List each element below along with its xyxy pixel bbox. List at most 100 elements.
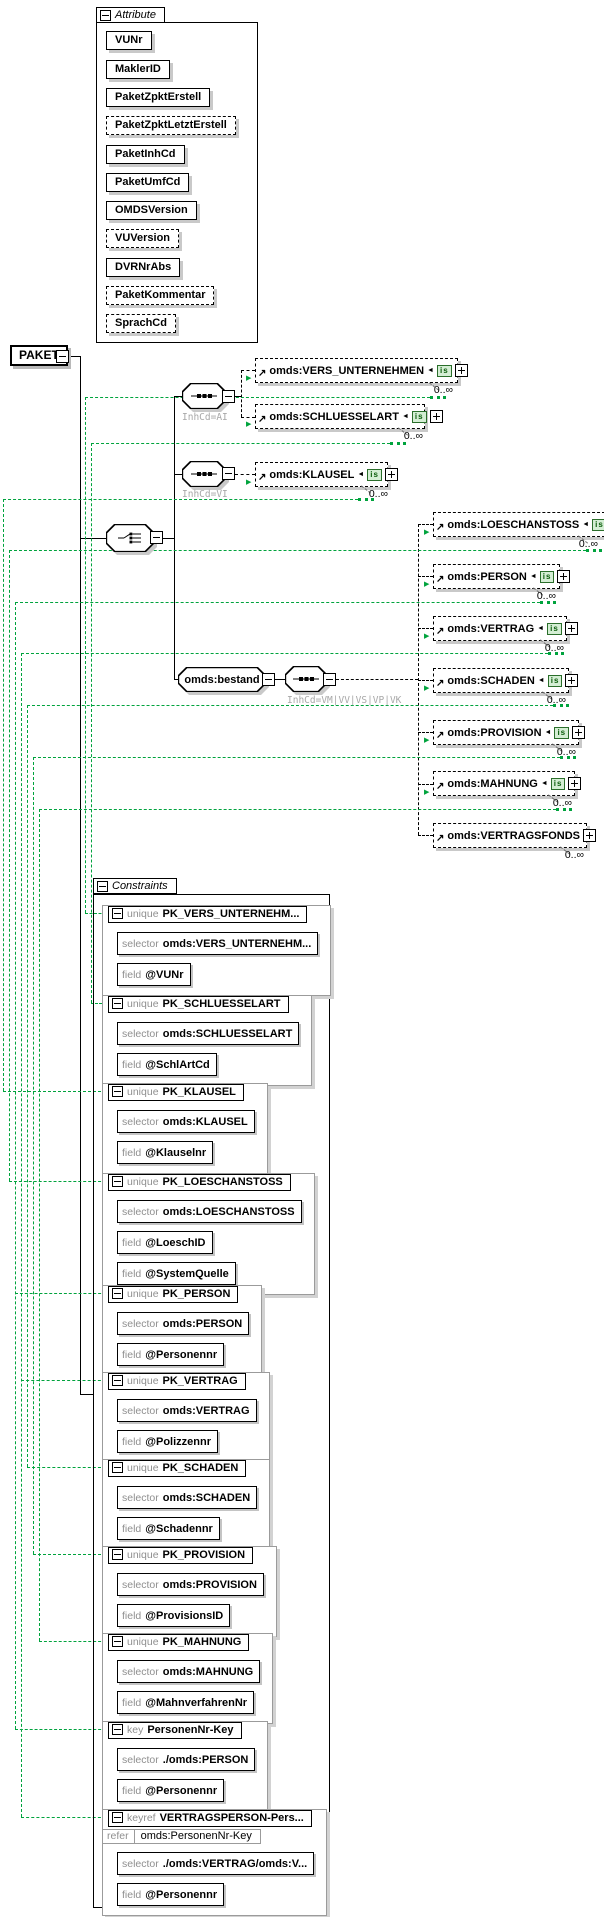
collapse-icon[interactable] (112, 908, 123, 919)
selector-row[interactable]: selector./omds:PERSON (117, 1748, 256, 1771)
collapse-icon[interactable] (222, 390, 235, 403)
field-row[interactable]: field@MahnverfahrenNr (117, 1691, 255, 1714)
expand-icon[interactable] (583, 829, 597, 842)
collapse-icon[interactable] (112, 1288, 123, 1299)
field-row[interactable]: field@Polizzennr (117, 1430, 218, 1453)
collapse-icon[interactable] (112, 1176, 123, 1187)
collapse-icon[interactable] (112, 998, 123, 1009)
attribute-sprachcd[interactable]: SprachCd (106, 314, 176, 333)
constraint-header[interactable]: unique PK_MAHNUNG (108, 1633, 250, 1651)
field-row[interactable]: field@ProvisionsID (117, 1604, 231, 1627)
expand-icon[interactable] (557, 570, 571, 583)
attribute-paketinhcd[interactable]: PaketInhCd (106, 145, 185, 164)
expand-icon[interactable] (384, 468, 398, 481)
attribute-vunr[interactable]: VUNr (106, 31, 152, 50)
constraint-header[interactable]: unique PK_SCHLUESSELART (108, 995, 289, 1013)
constraint-header[interactable]: unique PK_VERTRAG (108, 1372, 246, 1390)
field-row[interactable]: field@SchlArtCd (117, 1053, 217, 1076)
expand-icon[interactable] (429, 410, 443, 423)
element-vertrag[interactable]: ↗ omds:VERTRAG ◄ is (433, 616, 578, 641)
attributes-panel-tab[interactable]: Attribute (96, 7, 165, 23)
collapse-icon[interactable] (112, 1462, 123, 1473)
element-schluesselart[interactable]: ↗ omds:SCHLUESSELART ◄ is (255, 404, 443, 429)
constraint-header[interactable]: unique PK_LOESCHANSTOSS (108, 1173, 291, 1191)
collapse-icon[interactable] (112, 1724, 123, 1735)
collapse-icon[interactable] (97, 880, 108, 892)
collapse-icon[interactable] (323, 673, 336, 686)
sequence-compositor-ai[interactable] (182, 383, 226, 409)
attribute-paketzpkterstell[interactable]: PaketZpktErstell (106, 88, 211, 107)
collapse-icon[interactable] (112, 1086, 123, 1097)
sequence-compositor-bestand[interactable] (285, 666, 327, 692)
collapse-icon[interactable] (262, 673, 275, 686)
field-row[interactable]: field@Klauselnr (117, 1141, 214, 1164)
collapse-icon[interactable] (222, 467, 235, 480)
field-row[interactable]: field@LoeschID (117, 1231, 213, 1254)
collapse-icon[interactable] (150, 531, 163, 544)
field-row[interactable]: field@Personennr (117, 1883, 225, 1906)
constraints-panel-tab[interactable]: Constraints (93, 878, 177, 894)
root-element-paket[interactable]: PAKET (10, 345, 68, 366)
element-loeschanstoss[interactable]: ↗ omds:LOESCHANSTOSS ◄ is (433, 512, 604, 537)
element-klausel[interactable]: ↗ omds:KLAUSEL ◄ is (255, 462, 398, 487)
field-row[interactable]: field@VUNr (117, 963, 191, 986)
element-vertragsfonds[interactable]: ↗ omds:VERTRAGSFONDS (433, 823, 597, 848)
collapse-icon[interactable] (112, 1375, 123, 1386)
element-schaden[interactable]: ↗ omds:SCHADEN ◄ is (433, 668, 579, 693)
collapse-icon[interactable] (112, 1549, 123, 1560)
field-row[interactable]: field@SystemQuelle (117, 1262, 236, 1285)
collapse-icon[interactable] (100, 9, 111, 21)
expand-icon[interactable] (564, 622, 578, 635)
constraint-header[interactable]: keyref VERTRAGSPERSON-Pers... (108, 1809, 312, 1827)
collapse-icon[interactable] (112, 1812, 123, 1823)
attribute-omdsversion[interactable]: OMDSVersion (106, 201, 197, 220)
attribute-paketumfcd[interactable]: PaketUmfCd (106, 173, 190, 192)
constraint-header[interactable]: unique PK_SCHADEN (108, 1459, 247, 1477)
element-mahnung[interactable]: ↗ omds:MAHNUNG ◄ is (433, 771, 582, 796)
collapse-icon[interactable] (56, 350, 69, 363)
element-person[interactable]: ↗ omds:PERSON ◄ is (433, 564, 571, 589)
element-bestand[interactable]: omds:bestand (178, 667, 266, 692)
constraint-header[interactable]: unique PK_KLAUSEL (108, 1083, 244, 1101)
choice-compositor[interactable] (106, 524, 154, 552)
expand-icon[interactable] (568, 777, 582, 790)
expand-icon[interactable] (565, 674, 579, 687)
constraint-header[interactable]: unique PK_PERSON (108, 1285, 239, 1303)
field-row[interactable]: field@Personennr (117, 1343, 225, 1366)
expand-icon[interactable] (454, 364, 468, 377)
field-row[interactable]: field@Personennr (117, 1779, 225, 1802)
field-row[interactable]: field@Schadennr (117, 1517, 220, 1540)
constraint-header[interactable]: unique PK_VERS_UNTERNEHM... (108, 905, 308, 923)
attribute-paketzpktletzterstell[interactable]: PaketZpktLetztErstell (106, 116, 236, 135)
constraint-vertragsperson-keyref[interactable]: keyref VERTRAGSPERSON-Pers... refer omds… (102, 1809, 328, 1916)
attribute-paketkommentar[interactable]: PaketKommentar (106, 286, 215, 305)
element-vers-unternehmen[interactable]: ↗ omds:VERS_UNTERNEHMEN ◄ is (255, 358, 468, 383)
attribute-dvrnrabs[interactable]: DVRNrAbs (106, 258, 181, 277)
attribute-maklerid[interactable]: MaklerID (106, 60, 170, 79)
element-provision[interactable]: ↗ omds:PROVISION ◄ is (433, 720, 586, 745)
constraint-header[interactable]: unique PK_PROVISION (108, 1546, 254, 1564)
selector-row[interactable]: selector./omds:VERTRAG/omds:V... (117, 1852, 315, 1875)
constraint-personennr-key[interactable]: key PersonenNr-Key selector./omds:PERSON… (102, 1721, 269, 1812)
collapse-icon[interactable] (112, 1636, 123, 1647)
expand-icon[interactable] (572, 726, 586, 739)
attribute-vuversion[interactable]: VUVersion (106, 229, 180, 248)
